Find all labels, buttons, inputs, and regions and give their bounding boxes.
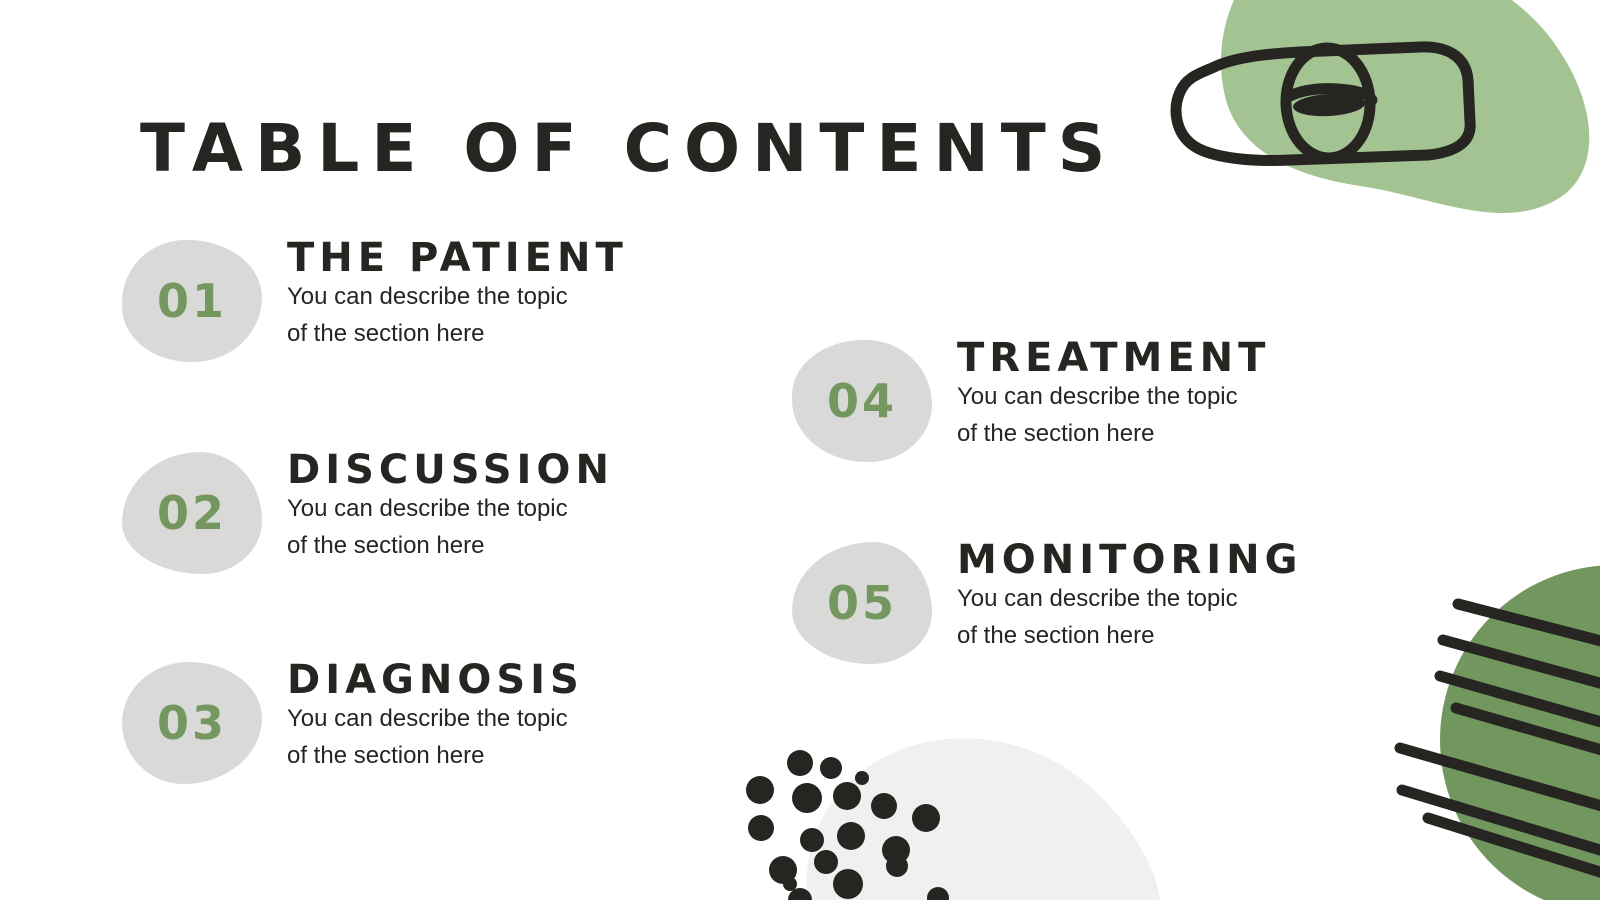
section-badge-02: 02 — [122, 452, 262, 574]
section-badge-01: 01 — [122, 240, 262, 362]
section-number: 01 — [156, 274, 227, 328]
capsule-band-fill-icon — [1293, 93, 1365, 117]
green-blob-top-right — [1221, 0, 1590, 213]
section-description: You can describe the topic of the sectio… — [287, 495, 568, 559]
badge-blob-shape — [792, 542, 932, 664]
section-heading: DIAGNOSIS — [287, 657, 584, 703]
section-heading: THE PATIENT — [287, 235, 628, 281]
section-body: DIAGNOSIS You can describe the topic of … — [287, 660, 584, 774]
green-circle-bottom-right — [1440, 565, 1600, 900]
page-title: TABLE OF CONTENTS — [140, 110, 1118, 188]
section-body: THE PATIENT You can describe the topic o… — [287, 238, 628, 352]
section-badge-03: 03 — [122, 662, 262, 784]
section-heading: DISCUSSION — [287, 447, 614, 493]
section-description: You can describe the topic of the sectio… — [287, 283, 568, 347]
section-number: 03 — [156, 696, 227, 750]
section-description: You can describe the topic of the sectio… — [957, 585, 1238, 649]
badge-blob-shape — [792, 340, 932, 462]
section-body: TREATMENT You can describe the topic of … — [957, 338, 1270, 452]
badge-blob-shape — [122, 240, 262, 362]
badge-blob-shape — [122, 662, 262, 784]
badge-blob-shape — [122, 452, 262, 574]
section-heading: MONITORING — [957, 537, 1303, 583]
section-number: 05 — [826, 576, 897, 630]
section-description: You can describe the topic of the sectio… — [957, 383, 1238, 447]
section-description: You can describe the topic of the sectio… — [287, 705, 568, 769]
section-badge-05: 05 — [792, 542, 932, 664]
capsule-doodle-icon — [1170, 41, 1476, 166]
section-number: 04 — [826, 374, 897, 428]
section-body: DISCUSSION You can describe the topic of… — [287, 450, 614, 564]
gray-blob-bottom-center — [806, 738, 1160, 900]
section-heading: TREATMENT — [957, 335, 1271, 381]
dot-pattern-bottom-center — [746, 750, 949, 900]
diagonal-lines-bottom-right — [1394, 598, 1600, 878]
section-body: MONITORING You can describe the topic of… — [957, 540, 1302, 654]
section-number: 02 — [156, 486, 227, 540]
section-badge-04: 04 — [792, 340, 932, 462]
